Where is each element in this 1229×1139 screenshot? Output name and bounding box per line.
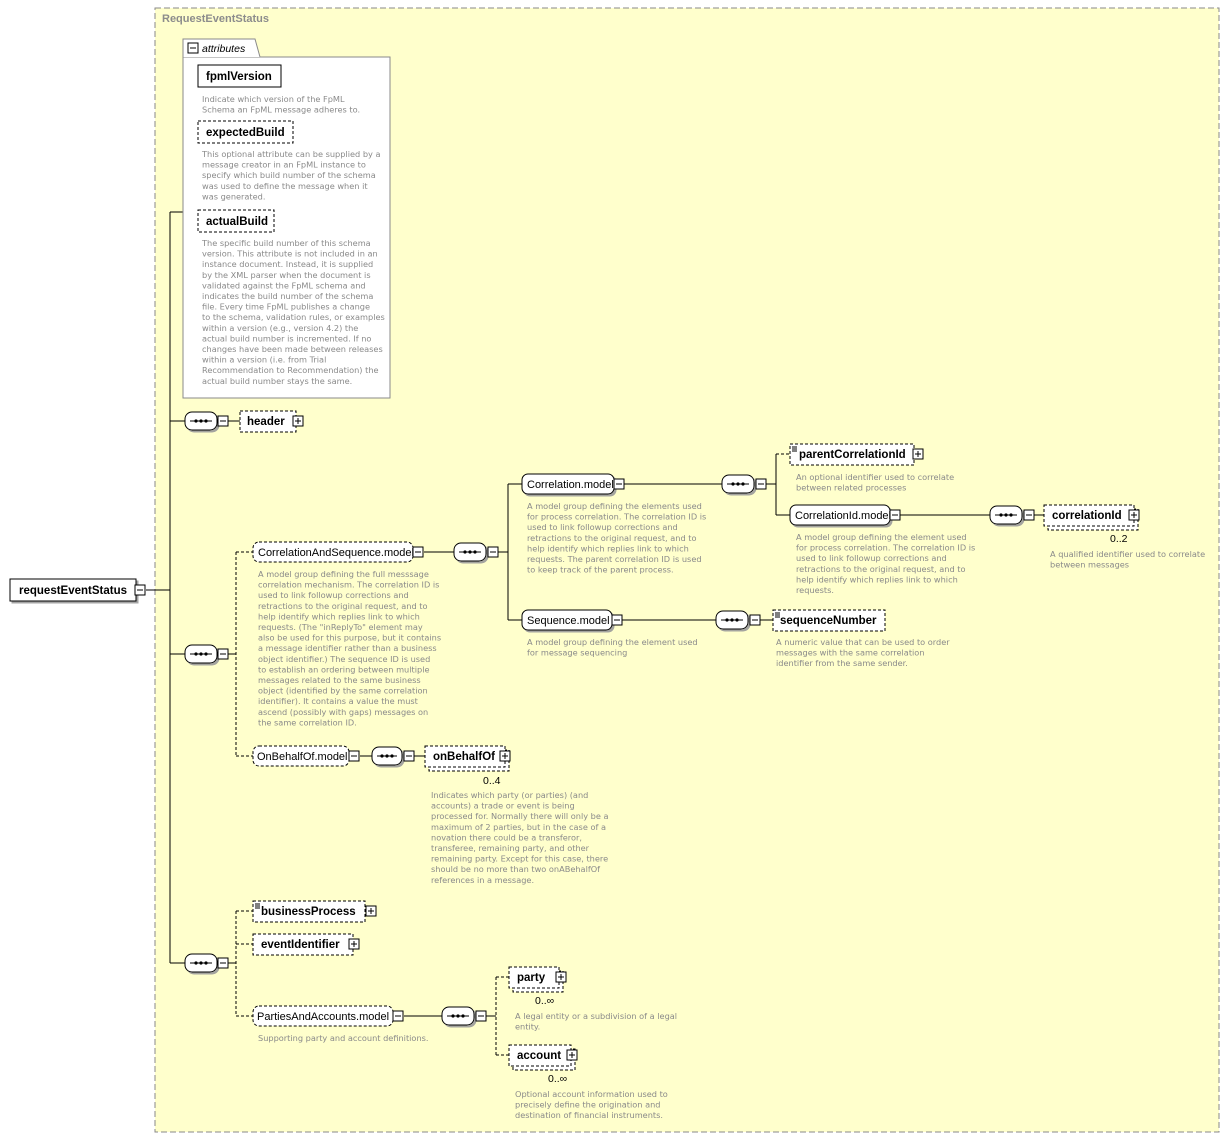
svg-text:Sequence.model: Sequence.model	[527, 615, 610, 627]
svg-text:expectedBuild: expectedBuild	[206, 127, 285, 139]
element-doc: Indicates which party (or parties) (and …	[431, 790, 611, 885]
cardinality-label: 0..2	[1110, 533, 1128, 545]
svg-text:CorrelationId.model: CorrelationId.model	[795, 510, 891, 522]
svg-text:account: account	[517, 1050, 561, 1062]
collapse-icon[interactable]	[392, 1010, 404, 1022]
sequence-compositor-sequence[interactable]	[715, 610, 761, 630]
expand-icon[interactable]	[499, 750, 511, 762]
group-correlation-and-sequence[interactable]: CorrelationAndSequence.model	[252, 541, 424, 563]
cardinality-label: 0..∞	[535, 995, 554, 1007]
element-account[interactable]: account	[508, 1044, 578, 1071]
element-doc: A legal entity or a subdivision of a leg…	[515, 1011, 680, 1032]
expand-icon[interactable]	[365, 905, 377, 917]
group-doc: A model group defining the full messsage…	[258, 569, 444, 727]
svg-text:fpmlVersion: fpmlVersion	[206, 71, 272, 83]
element-event-identifier[interactable]: eventIdentifier	[252, 933, 360, 956]
sequence-compositor-middle[interactable]	[184, 644, 229, 664]
sequence-compositor-on-behalf-of[interactable]	[371, 746, 415, 766]
sequence-compositor-header[interactable]	[184, 411, 229, 431]
attributes-header: attributes	[202, 43, 246, 55]
collapse-icon[interactable]	[889, 509, 901, 521]
expand-icon[interactable]	[348, 938, 360, 950]
sequence-compositor-correlation[interactable]	[721, 474, 767, 494]
connector-lines	[146, 211, 1044, 1056]
element-parent-correlation-id[interactable]: parentCorrelationId	[789, 443, 924, 466]
svg-text:eventIdentifier: eventIdentifier	[261, 939, 340, 951]
element-doc: Optional account information used to pre…	[515, 1089, 670, 1120]
svg-text:Correlation.model: Correlation.model	[527, 479, 614, 491]
expand-icon[interactable]	[566, 1049, 578, 1061]
group-doc: Supporting party and account definitions…	[258, 1033, 429, 1043]
group-correlation-id[interactable]: CorrelationId.model	[789, 504, 901, 526]
expand-icon[interactable]	[555, 971, 567, 983]
group-on-behalf-of[interactable]: OnBehalfOf.model	[252, 745, 360, 767]
expand-icon[interactable]	[912, 448, 924, 460]
attribute-expectedbuild[interactable]: expectedBuild	[197, 120, 294, 144]
collapse-icon[interactable]	[134, 584, 146, 596]
svg-text:onBehalfOf: onBehalfOf	[433, 751, 495, 763]
element-header[interactable]: header	[239, 410, 304, 433]
type-title: RequestEventStatus	[162, 13, 269, 25]
attribute-doc: The specific build number of this schema…	[201, 238, 387, 386]
svg-text:businessProcess: businessProcess	[261, 906, 356, 918]
root-element[interactable]: requestEventStatus	[9, 578, 146, 602]
group-parties-and-accounts[interactable]: PartiesAndAccounts.model	[252, 1005, 404, 1027]
element-doc: An optional identifier used to correlate…	[796, 472, 957, 493]
group-correlation[interactable]: Correlation.model	[521, 473, 625, 495]
element-correlation-id[interactable]: correlationId	[1043, 504, 1140, 531]
collapse-icon[interactable]	[611, 614, 623, 626]
attribute-doc: This optional attribute can be supplied …	[201, 149, 383, 201]
collapse-icon[interactable]	[412, 546, 424, 558]
svg-text:OnBehalfOf.model: OnBehalfOf.model	[257, 751, 348, 763]
svg-text:parentCorrelationId: parentCorrelationId	[799, 449, 906, 461]
expand-icon[interactable]	[1128, 509, 1140, 521]
attribute-fpmlversion[interactable]: fpmlVersion	[197, 64, 282, 88]
collapse-icon[interactable]	[613, 478, 625, 490]
element-party[interactable]: party	[508, 966, 567, 993]
attributes-collapse-icon[interactable]	[187, 42, 199, 54]
svg-text:header: header	[247, 416, 285, 428]
sequence-compositor-correlation-id[interactable]	[989, 505, 1035, 525]
element-on-behalf-of[interactable]: onBehalfOf	[424, 745, 511, 772]
svg-text:sequenceNumber: sequenceNumber	[780, 615, 877, 627]
element-doc: A numeric value that can be used to orde…	[776, 637, 952, 668]
svg-text:PartiesAndAccounts.model: PartiesAndAccounts.model	[257, 1011, 389, 1023]
sequence-compositor-parties[interactable]	[441, 1006, 487, 1026]
attribute-actualbuild[interactable]: actualBuild	[197, 209, 275, 233]
svg-text:correlationId: correlationId	[1052, 510, 1122, 522]
svg-text:CorrelationAndSequence.model: CorrelationAndSequence.model	[258, 547, 414, 559]
svg-text:requestEventStatus: requestEventStatus	[19, 585, 127, 597]
expand-icon[interactable]	[292, 415, 304, 427]
sequence-compositor-bottom[interactable]	[184, 953, 229, 973]
group-doc: A model group defining the element used …	[527, 637, 700, 658]
svg-text:party: party	[517, 972, 546, 984]
sequence-compositor-correlation-and-sequence[interactable]	[453, 542, 499, 562]
collapse-icon[interactable]	[348, 750, 360, 762]
attributes-panel: attributes fpmlVersion Indicate which ve…	[182, 38, 391, 399]
element-business-process[interactable]: businessProcess	[252, 900, 377, 923]
cardinality-label: 0..∞	[548, 1073, 567, 1085]
cardinality-label: 0..4	[483, 775, 501, 787]
svg-text:actualBuild: actualBuild	[206, 216, 268, 228]
group-doc: A model group defining the elements used…	[527, 501, 709, 575]
group-doc: A model group defining the element used …	[796, 532, 978, 595]
group-sequence[interactable]: Sequence.model	[521, 609, 623, 631]
attribute-doc: Indicate which version of the FpML Schem…	[202, 94, 360, 115]
element-doc: A qualified identifier used to correlate…	[1050, 549, 1208, 570]
element-sequence-number[interactable]: sequenceNumber	[772, 609, 886, 632]
